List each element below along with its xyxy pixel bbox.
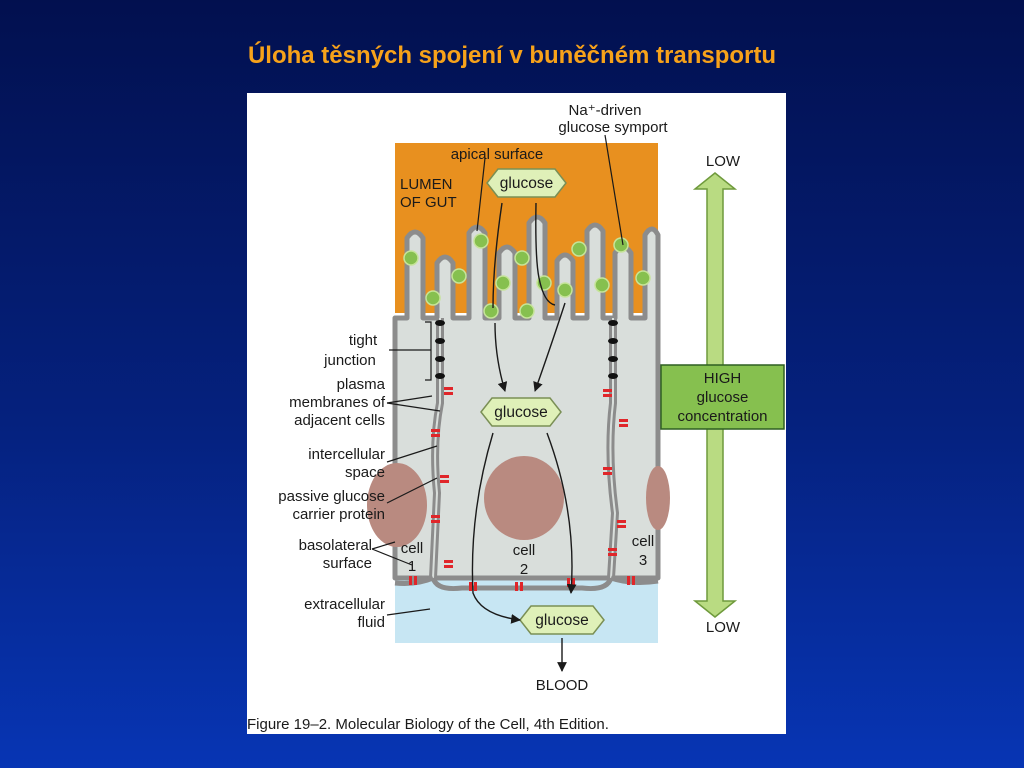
passive-carrier-label-2: carrier protein [292, 506, 385, 523]
glucose-lumen-label: glucose [500, 175, 553, 192]
extracellular-label-2: fluid [357, 614, 385, 631]
slide-title: Úloha těsných spojení v buněčném transpo… [247, 42, 777, 69]
concentration-box-line-3: concentration [677, 408, 767, 425]
passive-carriers [409, 387, 635, 591]
glucose-cell-badge [480, 397, 562, 427]
glucose-cell-label: glucose [494, 404, 547, 421]
basolateral-label: basolateral [299, 537, 372, 554]
figure-panel: glucose glucose glucose Na⁺-driven gluco… [247, 93, 786, 734]
cell-2-number: 2 [520, 561, 528, 578]
tight-junction-label: tight [349, 332, 378, 349]
basolateral-label-2: surface [323, 555, 372, 572]
glucose-blood-badge [519, 605, 605, 635]
plasma-membranes-label-3: adjacent cells [294, 412, 385, 429]
symport-label: Na⁺-driven [569, 102, 642, 119]
tight-junction-right [608, 320, 618, 379]
gradient-low-bottom: LOW [706, 619, 741, 636]
lumen-label: LUMEN [400, 176, 453, 193]
nucleus-cell-2 [484, 456, 564, 540]
passive-carrier-label: passive glucose [278, 488, 385, 505]
epithelium-diagram: glucose glucose glucose Na⁺-driven gluco… [247, 102, 785, 733]
concentration-box [660, 364, 785, 430]
cell-3-label: cell [632, 533, 655, 550]
intercellular-space-label: intercellular [308, 446, 385, 463]
glucose-lumen-badge [486, 168, 567, 198]
plasma-membranes-label: plasma [337, 376, 386, 393]
apical-surface-label: apical surface [451, 146, 544, 163]
symport-label-2: glucose symport [558, 119, 668, 136]
cell-1-label: cell [401, 540, 424, 557]
gradient-low-top: LOW [706, 153, 741, 170]
glucose-blood-label: glucose [535, 612, 588, 629]
cell-2-label: cell [513, 542, 536, 559]
nucleus-cell-1 [367, 463, 427, 547]
tight-junction-left [435, 320, 445, 379]
cell-1-number: 1 [408, 558, 416, 575]
concentration-box-line-2: glucose [697, 389, 749, 406]
intercellular-space-label-2: space [345, 464, 385, 481]
glucose-flow-arrows [471, 202, 577, 672]
nucleus-cell-3 [646, 466, 670, 530]
figure-caption: Figure 19–2. Molecular Biology of the Ce… [247, 716, 609, 733]
extracellular-label: extracellular [304, 596, 385, 613]
membrane-left-inner [432, 318, 441, 579]
callout-lines [371, 134, 624, 616]
cell-3-number: 3 [639, 552, 647, 569]
blood-label: BLOOD [536, 677, 589, 694]
membrane-right-inner [609, 318, 617, 579]
symport-proteins [403, 233, 651, 319]
lumen-label-2: OF GUT [400, 194, 457, 211]
concentration-box-line-1: HIGH [704, 370, 742, 387]
plasma-membranes-label-2: membranes of [289, 394, 386, 411]
tight-junction-label-2: junction [323, 352, 376, 369]
